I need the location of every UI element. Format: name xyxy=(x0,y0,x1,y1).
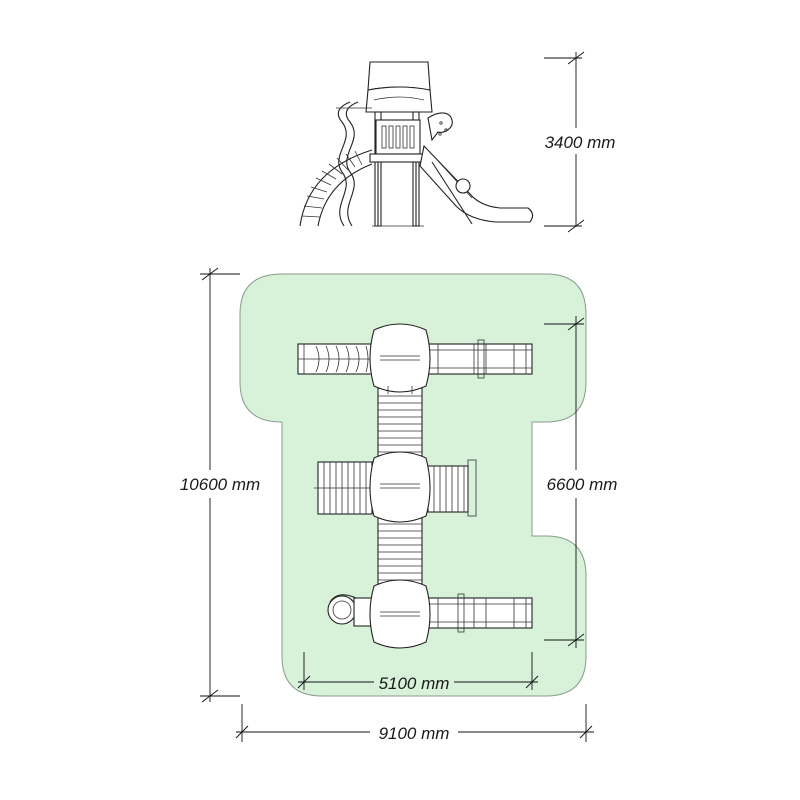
ladder-curve-inner xyxy=(317,163,373,227)
tower-roof-front xyxy=(365,86,433,113)
dimension-height: 3400 mm xyxy=(544,51,626,233)
dimension-inner-width: 5100 mm xyxy=(297,652,539,694)
tower-deck xyxy=(369,153,429,163)
bridge-upper xyxy=(377,387,423,459)
middle-ramp-right xyxy=(427,459,477,517)
dimension-total-length: 10600 mm xyxy=(176,267,268,703)
dimension-total-length-label: 10600 mm xyxy=(180,475,260,494)
slide-hood xyxy=(427,112,453,142)
middle-climber-left xyxy=(314,461,373,515)
ladder-curve-outer xyxy=(299,149,373,227)
top-slide-right xyxy=(427,339,533,379)
slide-chute xyxy=(419,144,534,223)
dimension-side-length-label: 6600 mm xyxy=(547,475,618,494)
bottom-climber-left xyxy=(327,594,375,627)
top-climber-left xyxy=(297,343,375,375)
tower-middle xyxy=(369,451,431,523)
tower-roof xyxy=(367,61,431,91)
tower-bottom xyxy=(369,579,431,649)
wavy-climber xyxy=(337,101,351,227)
bottom-slide-right xyxy=(427,593,533,633)
dimension-side-length: 6600 mm xyxy=(540,316,620,648)
elevation-view xyxy=(299,61,534,227)
dimension-height-label: 3400 mm xyxy=(545,133,616,152)
slide-connector xyxy=(455,178,471,194)
bridge-lower xyxy=(377,515,423,587)
dimension-total-width-label: 9100 mm xyxy=(379,724,450,743)
tower-panel xyxy=(375,119,421,155)
ladder-rungs xyxy=(301,150,363,218)
dimension-total-width: 9100 mm xyxy=(235,704,594,746)
dimension-inner-width-label: 5100 mm xyxy=(379,674,450,693)
tower-top xyxy=(369,323,431,394)
plan-view xyxy=(239,273,587,697)
